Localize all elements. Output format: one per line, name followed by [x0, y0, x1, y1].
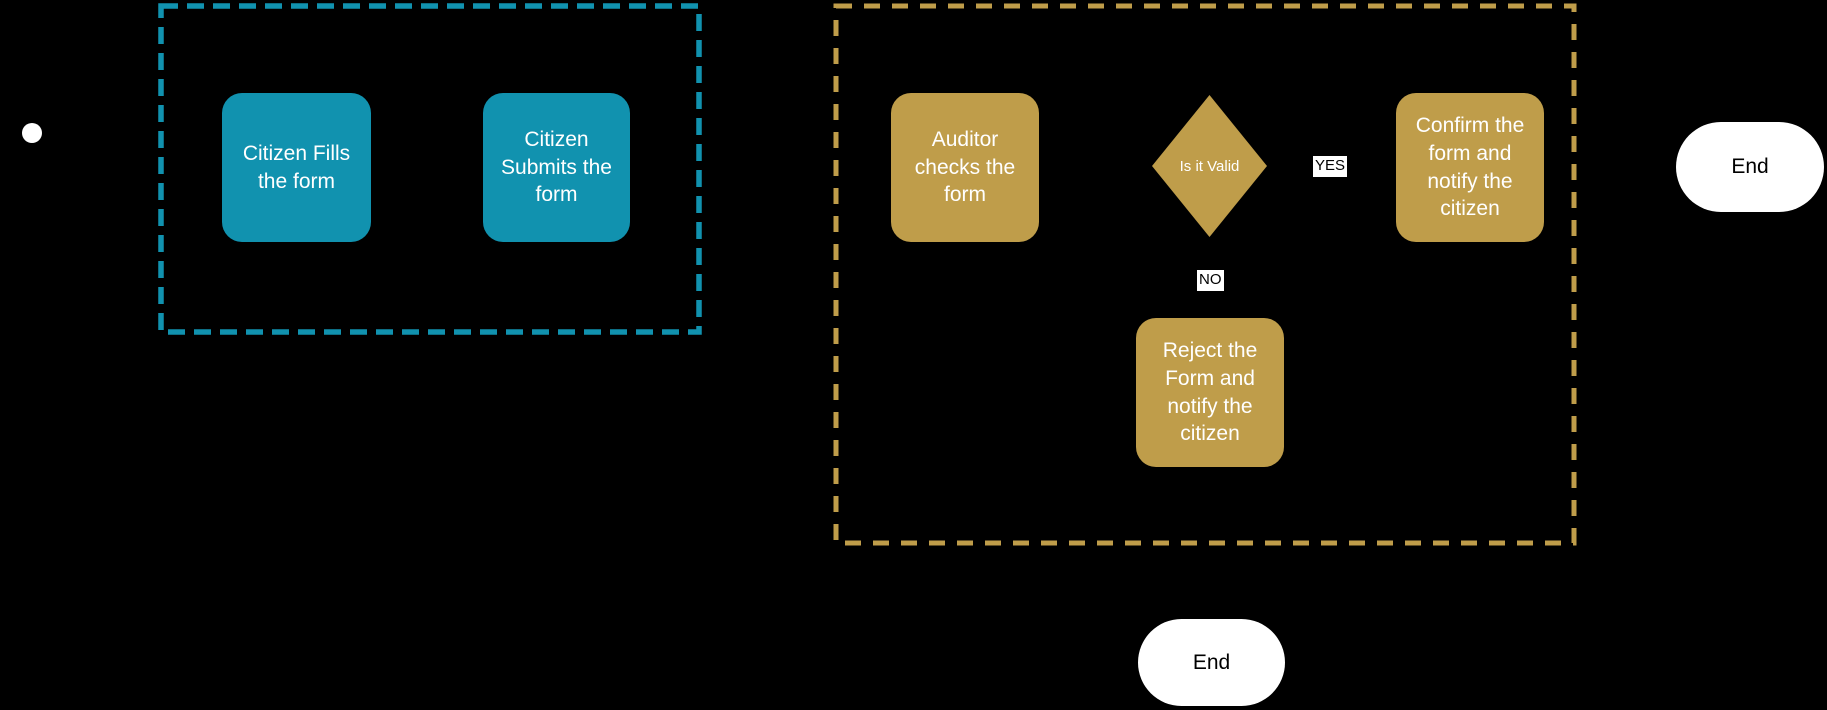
edge-label-yes: YES [1313, 156, 1348, 177]
node-label: Auditor checks the form [914, 127, 1016, 207]
node-citizen-submits-form: Citizen Submits the form [483, 93, 630, 242]
edge-label-no: NO [1197, 270, 1224, 291]
end-node-bottom: End [1138, 619, 1285, 706]
node-label: Confirm the form and notify the citizen [1415, 113, 1525, 221]
node-label: Citizen Submits the form [501, 127, 612, 207]
decision-is-it-valid: Is it Valid [1152, 95, 1267, 237]
end-node-right: End [1676, 122, 1824, 212]
citizen-lane-container [158, 3, 702, 335]
end-label: End [1192, 650, 1231, 674]
start-node-icon [22, 123, 42, 143]
node-label: Reject the Form and notify the citizen [1162, 338, 1258, 446]
decision-label: Is it Valid [1179, 157, 1240, 175]
node-reject-and-notify: Reject the Form and notify the citizen [1136, 318, 1284, 467]
node-auditor-checks-form: Auditor checks the form [891, 93, 1039, 242]
node-label: Citizen Fills the form [242, 141, 351, 193]
node-citizen-fills-form: Citizen Fills the form [222, 93, 371, 242]
auditor-lane-container [833, 3, 1577, 546]
end-label: End [1731, 155, 1769, 178]
node-confirm-and-notify: Confirm the form and notify the citizen [1396, 93, 1544, 242]
decision-diamond-shape [1152, 95, 1267, 237]
